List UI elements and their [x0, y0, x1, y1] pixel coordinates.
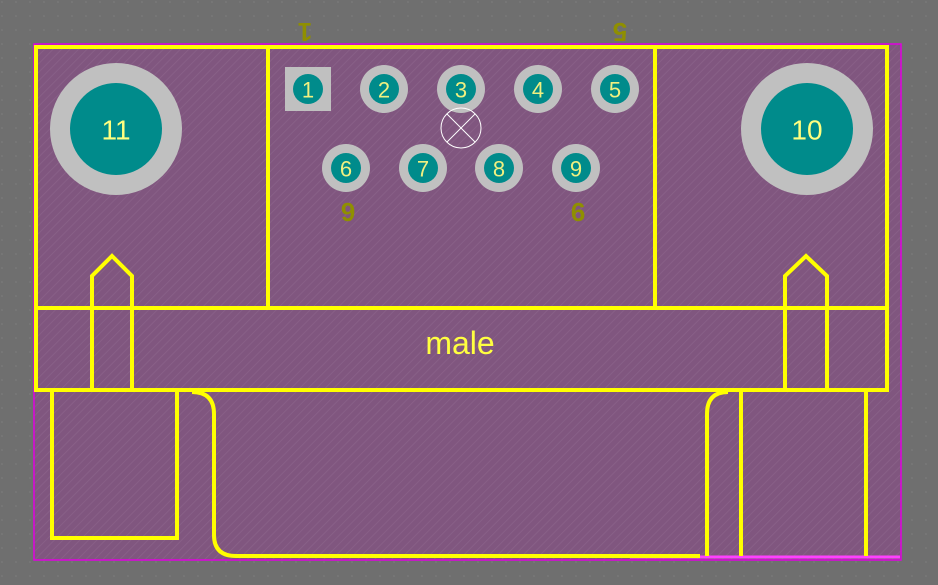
mount-hole-left[interactable]: 11 [50, 63, 182, 195]
pin-6[interactable]: 6 [322, 144, 370, 192]
silk-mark-top-right: 5 [613, 17, 627, 47]
pin-2[interactable]: 2 [360, 65, 408, 113]
pin-2-label: 2 [378, 78, 390, 103]
pin-8-label: 8 [493, 157, 505, 182]
mount-hole-right[interactable]: 10 [741, 63, 873, 195]
pin-1-label: 1 [302, 78, 314, 103]
pin-3[interactable]: 3 [437, 65, 485, 113]
crossed-circle-icon [440, 107, 482, 149]
pin-9-label: 9 [570, 157, 582, 182]
pin-3-label: 3 [455, 78, 467, 103]
pin-8[interactable]: 8 [475, 144, 523, 192]
connector-gender-label: male [425, 325, 494, 361]
mount-hole-right-label: 10 [791, 115, 822, 146]
silk-mark-bottom-right: 9 [571, 197, 585, 227]
silkscreen-outline [34, 45, 889, 558]
pin-4[interactable]: 4 [514, 65, 562, 113]
pin-4-label: 4 [532, 78, 544, 103]
pin-1[interactable]: 1 [285, 67, 331, 111]
silk-mark-top-left: 1 [298, 17, 312, 47]
pin-9[interactable]: 9 [552, 144, 600, 192]
pin-6-label: 6 [340, 157, 352, 182]
mount-hole-left-label: 11 [101, 115, 130, 146]
pin-7[interactable]: 7 [399, 144, 447, 192]
pin-5-label: 5 [609, 78, 621, 103]
pin-5[interactable]: 5 [591, 65, 639, 113]
pin-7-label: 7 [417, 157, 429, 182]
silk-mark-bottom-left: 6 [341, 197, 355, 227]
